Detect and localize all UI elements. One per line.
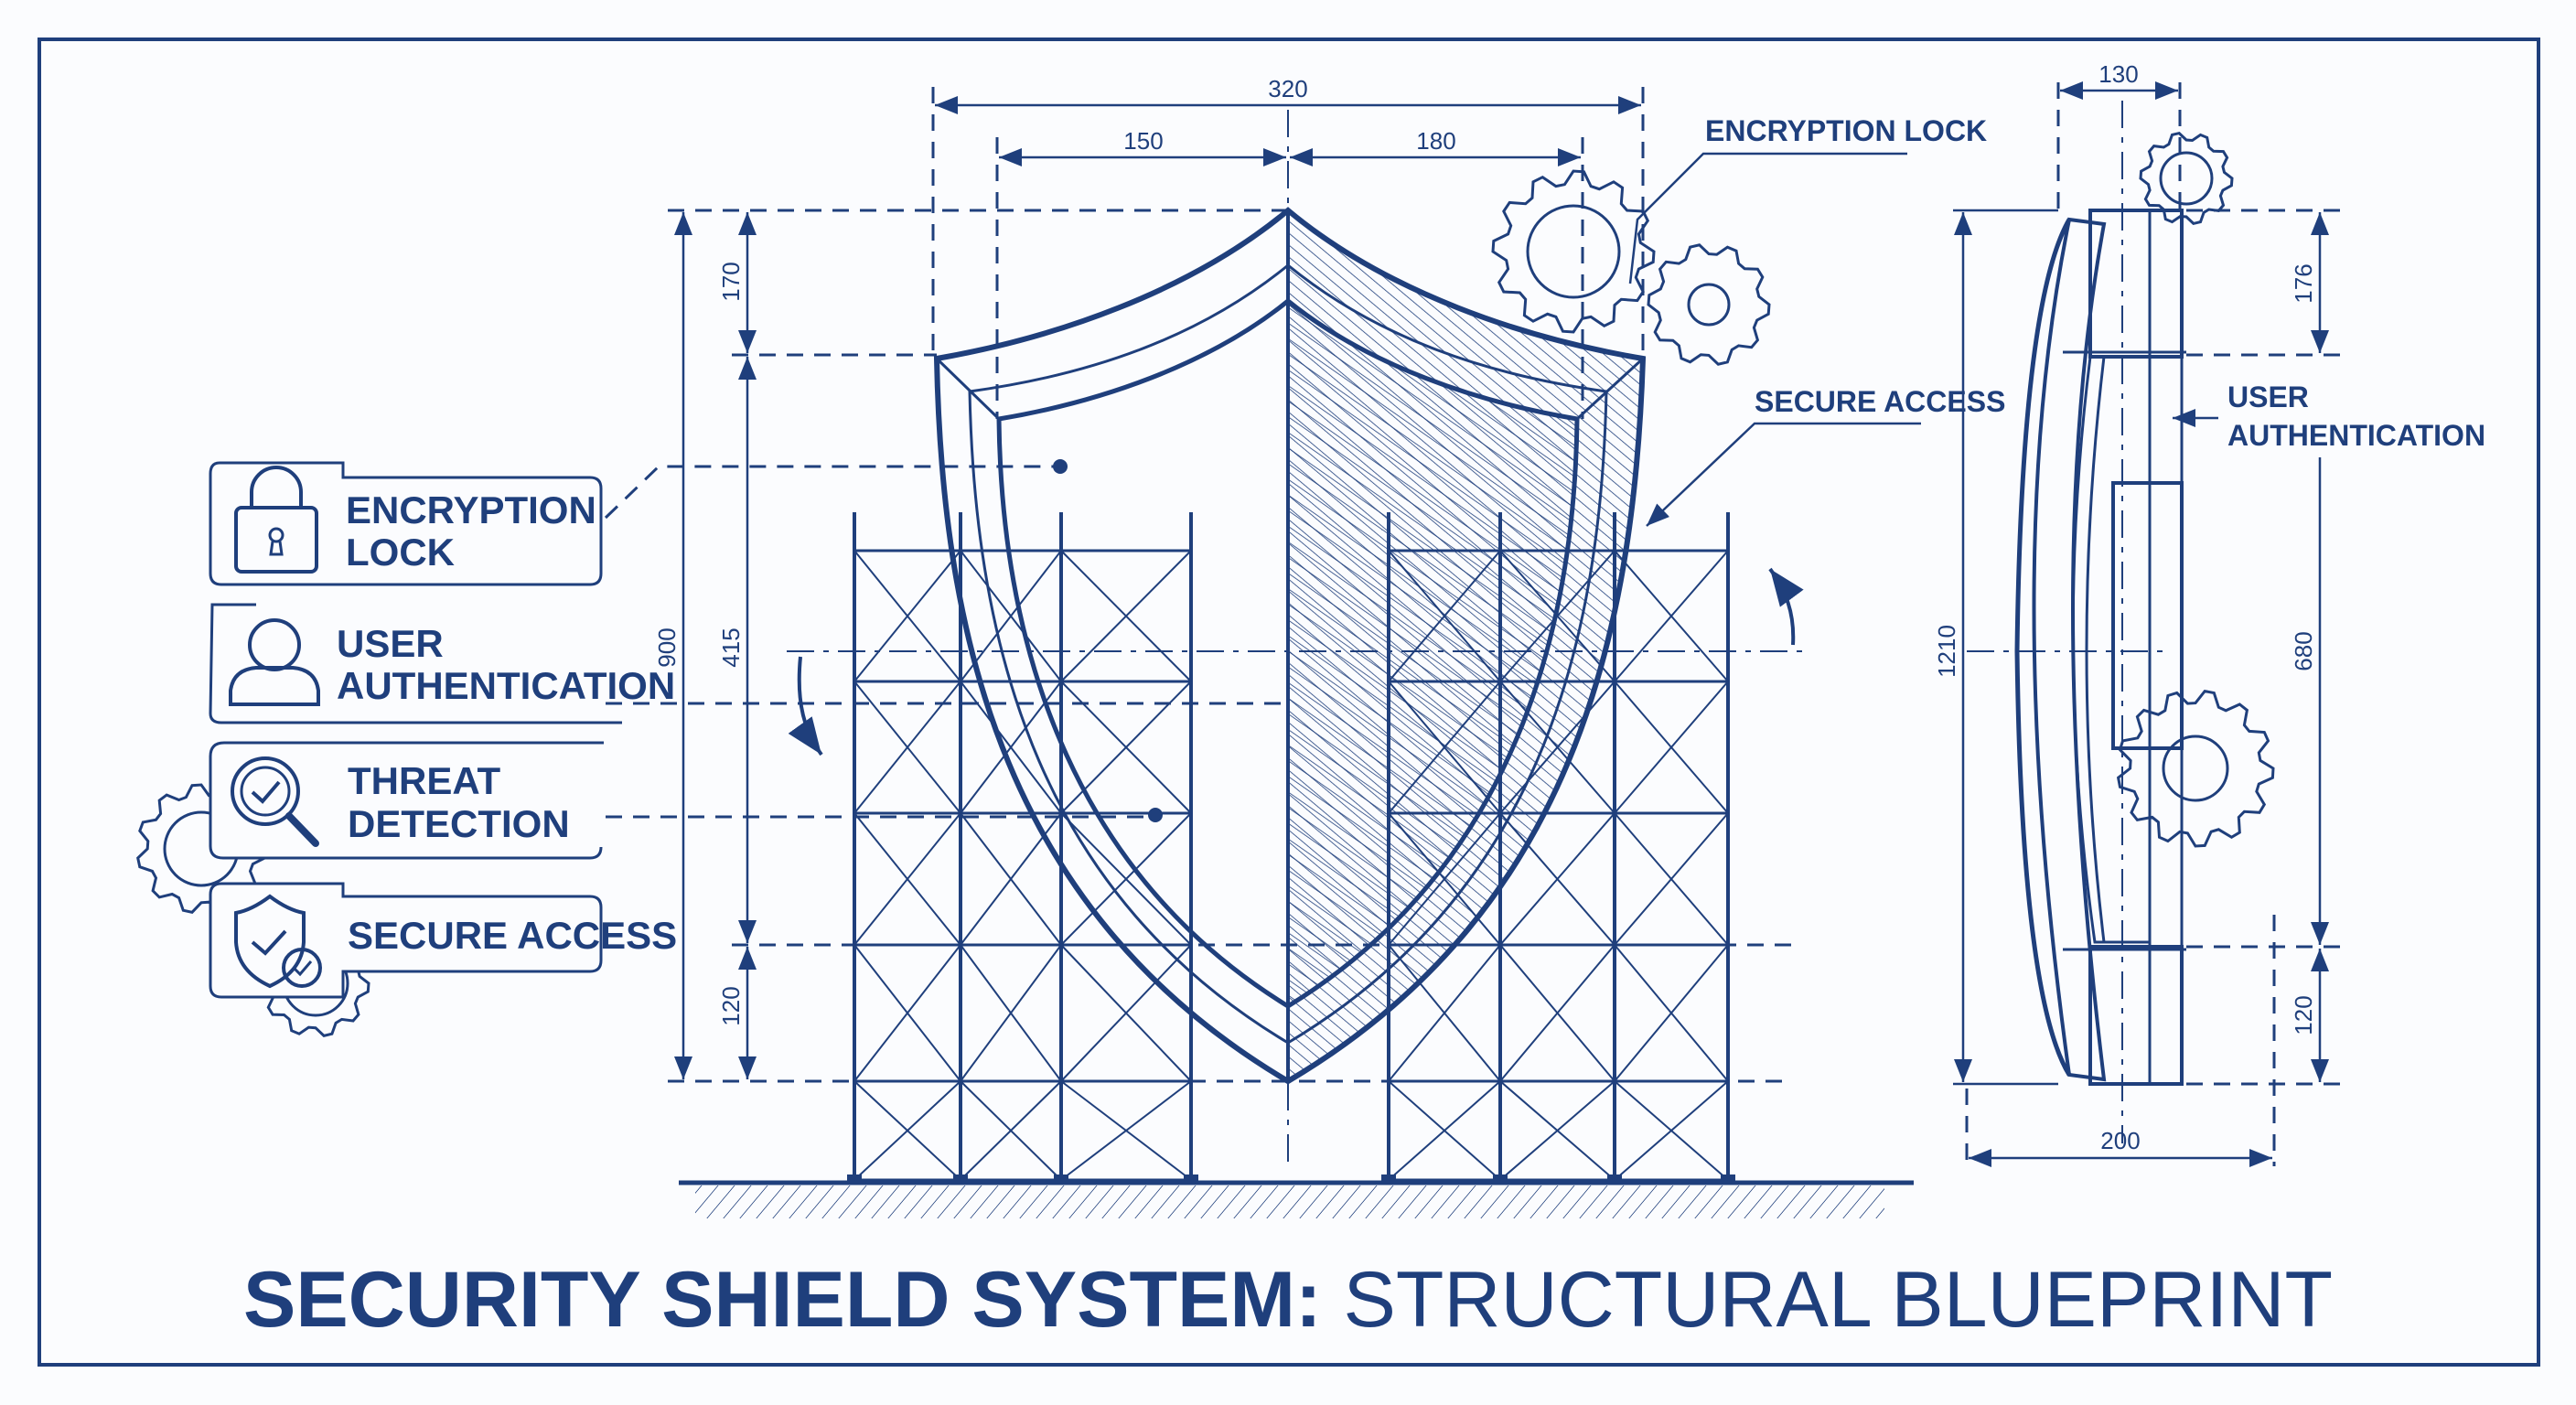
callout-threat-detection[interactable]: THREAT DETECTION xyxy=(209,741,604,860)
label-encryption-lock: ENCRYPTION LOCK xyxy=(1628,114,1987,284)
magnifier-check-icon xyxy=(231,756,319,847)
gear-icon xyxy=(1491,169,1656,334)
callout-label: DETECTION xyxy=(348,802,570,845)
scaffold-brace xyxy=(1614,550,1729,682)
dim-side-total-height: 1210 xyxy=(1933,625,1960,678)
scaffold-brace xyxy=(1614,944,1729,1082)
dim-total-height: 900 xyxy=(653,627,681,667)
label-user-authentication: USER AUTHENTICATION xyxy=(2173,381,2485,452)
ground-line xyxy=(679,1180,1914,1218)
callout-label: ENCRYPTION xyxy=(346,488,596,531)
dim-right-width: 180 xyxy=(1416,127,1455,155)
drawing-frame xyxy=(38,38,2540,1367)
padlock-icon xyxy=(234,466,318,574)
dim-bottom-height: 120 xyxy=(717,986,745,1025)
svg-text:AUTHENTICATION: AUTHENTICATION xyxy=(2227,419,2485,452)
scaffold-brace xyxy=(960,944,1062,1082)
scaffold-brace xyxy=(1499,1080,1615,1181)
rotate-arrow-right-icon xyxy=(1768,567,1804,646)
scaffold-brace xyxy=(1060,1080,1192,1181)
gear-icon xyxy=(1647,243,1771,366)
shield-check-icon xyxy=(234,894,322,989)
svg-text:ENCRYPTION LOCK: ENCRYPTION LOCK xyxy=(1705,114,1987,147)
scaffold-brace xyxy=(1499,812,1615,946)
callout-label: THREAT xyxy=(348,759,501,802)
dim-top-height: 170 xyxy=(717,262,745,301)
scaffold-brace xyxy=(1388,1080,1501,1181)
page-title: SECURITY SHIELD SYSTEM: STRUCTURAL BLUEP… xyxy=(243,1256,2333,1344)
scaffold-brace xyxy=(853,812,961,946)
dim-side-top-width: 130 xyxy=(2098,60,2138,88)
scaffold-brace xyxy=(1388,944,1501,1082)
callout-label: AUTHENTICATION xyxy=(337,664,675,707)
scaffold-brace xyxy=(960,550,1062,682)
scaffold-brace xyxy=(853,944,961,1082)
user-icon xyxy=(229,618,320,706)
label-secure-access: SECURE ACCESS xyxy=(1646,385,2005,527)
dim-side-top-height: 176 xyxy=(2290,263,2317,303)
callout-label: SECURE ACCESS xyxy=(348,914,677,957)
dim-side-bottom-width: 200 xyxy=(2100,1127,2140,1154)
side-dimensions: 130 1210 200 176 680 120 xyxy=(1933,60,2342,1167)
scaffold-brace xyxy=(1499,944,1615,1082)
dim-total-width: 320 xyxy=(1268,75,1307,102)
callout-encryption-lock[interactable]: ENCRYPTION LOCK xyxy=(209,461,603,586)
rotate-arrow-left-icon xyxy=(788,656,823,756)
dim-mid-height: 415 xyxy=(717,627,745,667)
scaffold-brace xyxy=(1060,812,1192,946)
dim-side-mid-height: 680 xyxy=(2290,631,2317,670)
scaffold-brace xyxy=(1614,681,1729,814)
shield-side-view xyxy=(1967,101,2186,1143)
dim-side-bottom-height: 120 xyxy=(2290,995,2317,1035)
gear-icon xyxy=(2139,131,2234,226)
callout-label: LOCK xyxy=(346,531,455,574)
scaffold-brace xyxy=(1060,550,1192,682)
svg-text:USER: USER xyxy=(2227,381,2309,413)
scaffold-brace xyxy=(853,1080,961,1181)
scaffold-brace xyxy=(853,550,961,682)
callout-leaders xyxy=(604,465,1290,819)
svg-text:SECURE ACCESS: SECURE ACCESS xyxy=(1755,385,2005,418)
shield-front-view xyxy=(933,207,1647,1085)
scaffold-brace xyxy=(1614,812,1729,946)
scaffold-brace xyxy=(1614,1080,1729,1181)
callout-label: USER xyxy=(337,622,444,665)
scaffold-brace xyxy=(1060,944,1192,1082)
scaffold-brace xyxy=(960,1080,1062,1181)
gear-icon xyxy=(2116,689,2275,848)
callout-secure-access[interactable]: SECURE ACCESS xyxy=(209,882,677,999)
front-dimensions: 320 150 180 170 900 415 120 xyxy=(653,75,1793,1083)
dim-left-width: 150 xyxy=(1123,127,1163,155)
callout-user-authentication[interactable]: USER AUTHENTICATION xyxy=(209,603,675,724)
